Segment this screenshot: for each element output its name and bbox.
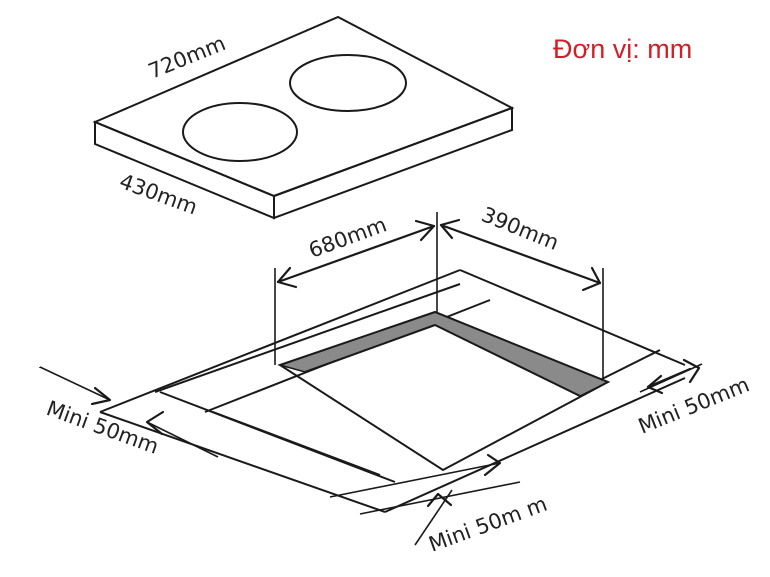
cutout-inner-right <box>434 324 581 397</box>
front-arrowhead-2 <box>426 492 453 508</box>
front-arrowhead-1 <box>483 453 502 477</box>
cutout-width-dimension <box>274 212 438 365</box>
unit-label: Đơn vị: mm <box>553 34 692 64</box>
right-dimension-line <box>646 367 692 389</box>
cutout-depth-dimension <box>439 218 604 380</box>
burner-left <box>182 102 298 162</box>
front-clearance-dimension <box>329 453 521 546</box>
front-leader-line-2 <box>359 481 521 515</box>
countertop-right-back-edge <box>459 269 686 366</box>
arrowhead-top-right <box>581 266 602 292</box>
arrowhead-right <box>414 219 436 242</box>
dimension-line-680 <box>276 224 436 284</box>
cutout-inner-back <box>304 324 436 373</box>
front-leader-line-3 <box>414 489 453 546</box>
countertop-back-edge <box>99 269 461 413</box>
left-arrowhead-2 <box>145 410 165 436</box>
cutout-wall-shaded <box>277 311 610 397</box>
left-leader-line-2 <box>146 421 219 458</box>
cutout <box>277 310 611 472</box>
front-leader-line <box>329 462 501 498</box>
dimension-line-390 <box>439 223 602 285</box>
countertop-right-inner <box>599 349 661 381</box>
left-clearance-dimension <box>39 366 219 458</box>
countertop-inner-back-edge <box>154 283 461 393</box>
left-leader-line <box>39 366 111 401</box>
right-arrowhead-1 <box>682 358 701 384</box>
countertop-front-right-edge <box>384 377 686 513</box>
hob-appliance <box>92 15 515 220</box>
countertop-inner-front-edge-2 <box>212 411 381 476</box>
burner-right <box>289 54 407 112</box>
hob-side-face <box>273 106 513 220</box>
arrowhead-left <box>276 266 298 289</box>
cutout-depth-label: 390mm <box>478 202 562 255</box>
cutout-width-label: 680mm <box>306 212 390 262</box>
arrowhead-top-left <box>439 218 461 240</box>
hob-depth-label: 430mm <box>116 169 200 219</box>
right-clearance-dimension <box>639 358 703 395</box>
cutout-outline <box>277 310 611 472</box>
right-arrowhead-2 <box>646 374 664 395</box>
left-arrowhead-1 <box>90 386 112 406</box>
hob-width-label: 720mm <box>145 31 229 84</box>
